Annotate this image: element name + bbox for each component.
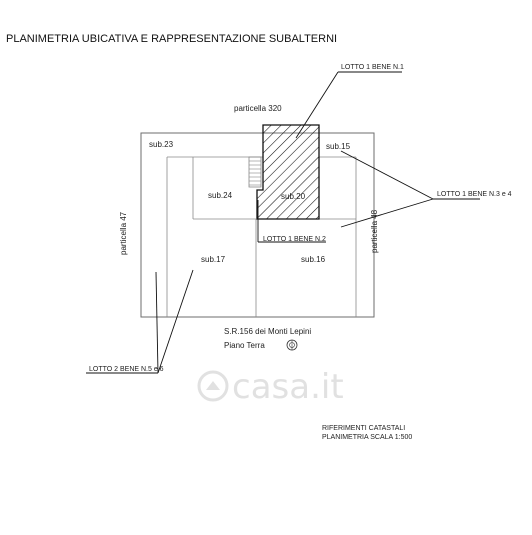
label-sub16: sub.16 <box>301 255 326 264</box>
references-line1: RIFERIMENTI CATASTALI <box>322 425 405 432</box>
label-sub17: sub.17 <box>201 255 226 264</box>
watermark: casa.it <box>197 367 344 407</box>
compass-icon <box>286 339 298 351</box>
hatched-unit-sub20 <box>256 124 320 220</box>
subdivision-lines <box>166 156 357 317</box>
references-line2: PLANIMETRIA SCALA 1:500 <box>322 434 412 441</box>
label-particella-320: particella 320 <box>234 104 282 113</box>
watermark-logo-icon <box>197 370 229 402</box>
callout-lotto1-bene1-text: LOTTO 1 BENE N.1 <box>341 64 404 71</box>
parcel-outline <box>140 132 375 318</box>
road-label: S.R.156 dei Monti Lepini <box>224 327 311 336</box>
floor-label: Piano Terra <box>224 341 265 350</box>
label-sub24: sub.24 <box>208 191 233 200</box>
callout-lotto1-bene2-text: LOTTO 1 BENE N.2 <box>263 236 326 243</box>
callout-lotto1-bene1: LOTTO 1 BENE N.1 <box>295 64 404 139</box>
label-sub20: sub.20 <box>281 192 306 201</box>
callout-lotto2-bene56: LOTTO 2 BENE N.5 e 6 <box>86 269 194 374</box>
label-particella-47: particella 47 <box>119 211 128 255</box>
watermark-text: casa.it <box>232 367 344 407</box>
page-title: PLANIMETRIA UBICATIVA E RAPPRESENTAZIONE… <box>6 33 337 45</box>
label-particella-48: particella 48 <box>370 209 379 253</box>
label-sub15: sub.15 <box>326 142 351 151</box>
label-sub23: sub.23 <box>149 140 174 149</box>
callout-lotto1-bene34: LOTTO 1 BENE N.3 e 4 <box>340 150 512 228</box>
callout-lotto1-bene2: LOTTO 1 BENE N.2 <box>257 200 326 243</box>
callout-lotto1-bene34-text: LOTTO 1 BENE N.3 e 4 <box>437 191 512 198</box>
stairs <box>248 156 262 188</box>
callout-lotto2-bene56-text: LOTTO 2 BENE N.5 e 6 <box>89 366 164 373</box>
